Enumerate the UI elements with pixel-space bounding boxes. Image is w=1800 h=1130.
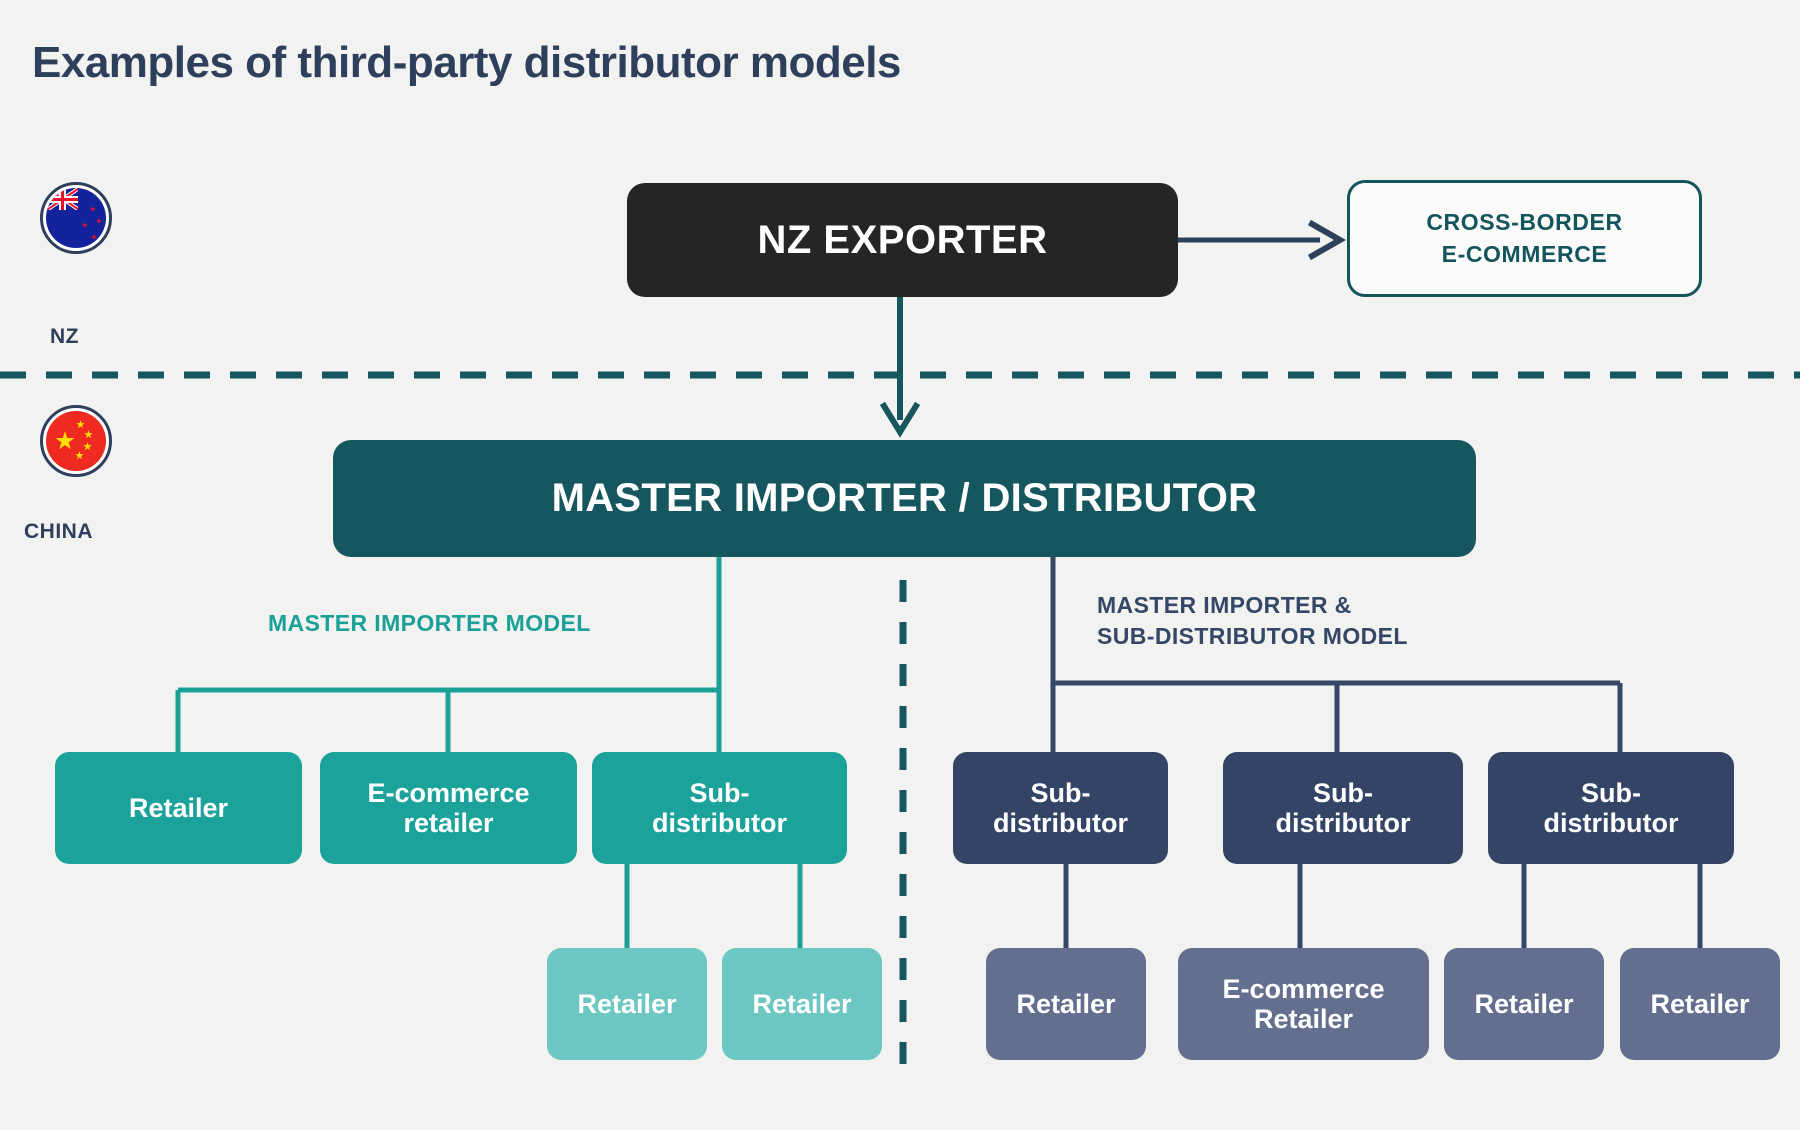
node-sub-distributor[interactable]: Sub- distributor bbox=[953, 752, 1168, 864]
node-ecommerce-retailer[interactable]: E-commerce retailer bbox=[320, 752, 577, 864]
node-label: Retailer bbox=[128, 792, 229, 823]
node-label: Retailer bbox=[1016, 988, 1116, 1019]
node-label-line-1: Sub- bbox=[689, 777, 750, 808]
branch-label-line-2: SUB-DISTRIBUTOR MODEL bbox=[1097, 623, 1408, 650]
nz-flag-icon bbox=[40, 182, 112, 254]
node-sub-distributor[interactable]: Sub- distributor bbox=[1223, 752, 1463, 864]
node-label-line-2: distributor bbox=[1543, 808, 1679, 838]
node-label-line-1: Sub- bbox=[1313, 777, 1373, 808]
node-retailer[interactable]: Retailer bbox=[986, 948, 1146, 1060]
branch-label-master-importer-model: MASTER IMPORTER MODEL bbox=[268, 608, 591, 639]
node-label: Retailer bbox=[1650, 988, 1750, 1019]
node-label-line-2: retailer bbox=[403, 808, 494, 838]
node-retailer[interactable]: Retailer bbox=[1620, 948, 1780, 1060]
node-label-line-2: distributor bbox=[993, 808, 1128, 838]
node-label-line-1: E-commerce bbox=[367, 777, 530, 808]
node-master-importer-distributor[interactable]: MASTER IMPORTER / DISTRIBUTOR bbox=[333, 440, 1476, 557]
node-label-line-2: distributor bbox=[1275, 808, 1411, 838]
page-title: Examples of third-party distributor mode… bbox=[32, 38, 901, 87]
node-label-line-1: E-commerce bbox=[1222, 973, 1385, 1004]
node-label: Retailer bbox=[1474, 988, 1574, 1019]
node-label-line-1: Sub- bbox=[1030, 777, 1091, 808]
node-retailer[interactable]: Retailer bbox=[722, 948, 882, 1060]
node-nz-exporter-label: NZ EXPORTER bbox=[757, 217, 1048, 262]
node-label: Retailer bbox=[577, 988, 677, 1019]
node-label-line-2: Retailer bbox=[1253, 1004, 1354, 1034]
node-retailer[interactable]: Retailer bbox=[547, 948, 707, 1060]
node-nz-exporter[interactable]: NZ EXPORTER bbox=[627, 183, 1178, 297]
node-sub-distributor[interactable]: Sub- distributor bbox=[592, 752, 847, 864]
node-cross-border-line-2: E-COMMERCE bbox=[1441, 240, 1608, 267]
node-label-line-1: Sub- bbox=[1581, 777, 1641, 808]
branch-label-line-1: MASTER IMPORTER & bbox=[1097, 592, 1352, 618]
branch-label-master-importer-sub-distributor-model: MASTER IMPORTER & SUB-DISTRIBUTOR MODEL bbox=[1097, 590, 1408, 652]
node-label: Retailer bbox=[752, 988, 852, 1019]
node-sub-distributor[interactable]: Sub- distributor bbox=[1488, 752, 1734, 864]
node-cross-border-ecommerce[interactable]: CROSS-BORDER E-COMMERCE bbox=[1347, 180, 1702, 297]
region-label-nz: NZ bbox=[50, 325, 79, 348]
arrowhead-master bbox=[879, 401, 921, 438]
arrowhead-cbec bbox=[1307, 219, 1347, 261]
node-label-line-2: distributor bbox=[652, 808, 787, 838]
node-cross-border-line-1: CROSS-BORDER bbox=[1426, 209, 1623, 236]
china-flag-icon bbox=[40, 405, 112, 477]
node-master-label: MASTER IMPORTER / DISTRIBUTOR bbox=[551, 476, 1258, 521]
node-retailer[interactable]: Retailer bbox=[55, 752, 302, 864]
branch-label-line-1: MASTER IMPORTER MODEL bbox=[268, 610, 591, 636]
node-retailer[interactable]: Retailer bbox=[1444, 948, 1604, 1060]
region-label-china: CHINA bbox=[24, 520, 93, 543]
node-ecommerce-retailer[interactable]: E-commerce Retailer bbox=[1178, 948, 1429, 1060]
